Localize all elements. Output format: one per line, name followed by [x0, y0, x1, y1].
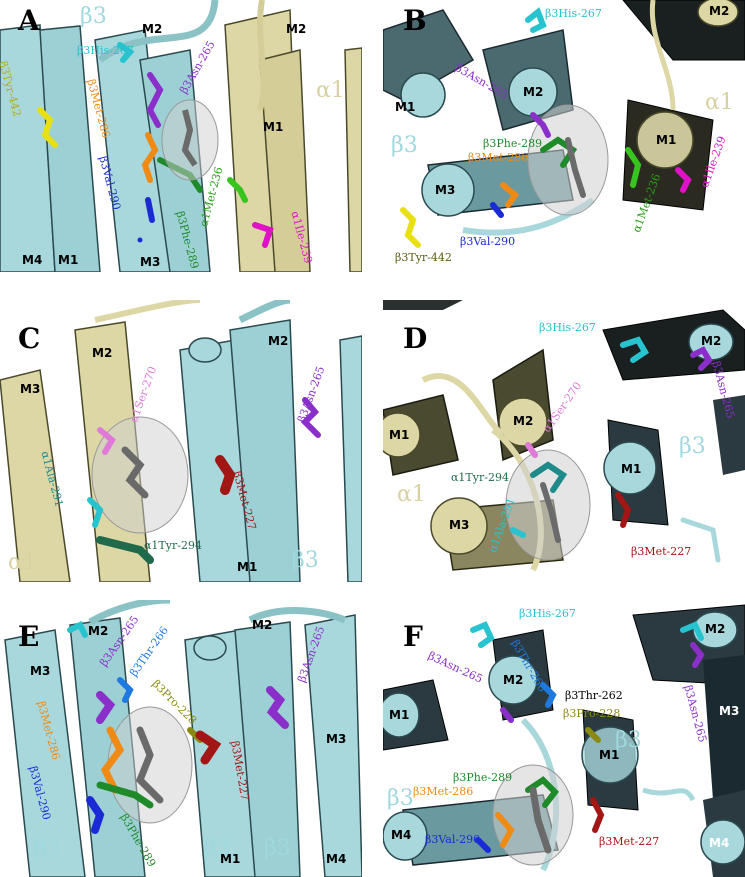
residue-label-phe289: β3Phe-289 — [453, 771, 513, 784]
residue-label-tyr294: α1Tyr-294 — [451, 471, 509, 484]
residue-label-met227: β3Met-227 — [631, 545, 692, 558]
subunit-label-beta3: β3 — [292, 548, 319, 573]
helix-label-m1: M1 — [621, 462, 642, 476]
helix-label-m3: M3 — [719, 704, 740, 718]
panel-f-graphic — [383, 600, 745, 877]
residue-label-his267: β3His-267 — [77, 44, 134, 57]
helix-label-m3: M3 — [435, 183, 456, 197]
subunit-label-beta3: β3 — [204, 836, 231, 861]
residue-label-his267: β3His-267 — [519, 607, 576, 620]
helix-label-m2: M2 — [142, 22, 163, 36]
helix-label-m2: M2 — [286, 22, 307, 36]
residue-label-met286: β3Met-286 — [468, 151, 529, 164]
subunit-label-beta3: β3 — [391, 133, 418, 158]
panel-f: F β3 β3 M2 M3 M1 M2 M1 M4 M4 β3His-267 β… — [383, 600, 745, 877]
helix-label-m4: M4 — [709, 836, 730, 850]
residue-label-his267: β3His-267 — [539, 321, 596, 334]
helix-label-m2: M2 — [88, 624, 109, 638]
residue-label-pro228: β3Pro-228 — [563, 707, 621, 720]
panel-a-graphic — [0, 0, 362, 272]
helix-label-m2: M2 — [705, 622, 726, 636]
helix-label-m2: M2 — [513, 414, 534, 428]
residue-label-met286: β3Met-286 — [413, 785, 474, 798]
helix-label-m3: M3 — [326, 732, 347, 746]
residue-label-his267: β3His-267 — [545, 7, 602, 20]
residue-label-val290: β3Val-290 — [425, 833, 481, 846]
helix-label-m1: M1 — [389, 708, 410, 722]
panel-letter: E — [18, 620, 40, 653]
helix-label-m1: M1 — [58, 253, 79, 267]
panel-b: B β3 α1 M2 M1 M2 M1 M3 β3His-267 β3Asn-2… — [383, 0, 745, 272]
panel-e-graphic — [0, 600, 362, 877]
helix-label-m3: M3 — [20, 382, 41, 396]
residue-label-phe289: β3Phe-289 — [483, 137, 543, 150]
helix-label-m2: M2 — [503, 673, 524, 687]
helix-label-m4: M4 — [326, 852, 347, 866]
panel-d-graphic — [383, 300, 745, 582]
helix-label-m2: M2 — [523, 85, 544, 99]
helix-label-m1: M1 — [263, 120, 284, 134]
helix-label-m2: M2 — [268, 334, 289, 348]
subunit-label-beta3: β3 — [264, 836, 291, 861]
helix-label-m1: M1 — [237, 560, 258, 574]
helix-label-m2: M2 — [701, 334, 722, 348]
residue-label-val290: β3Val-290 — [460, 235, 516, 248]
helix-label-m1: M1 — [395, 100, 416, 114]
helix-label-m1: M1 — [389, 428, 410, 442]
helix-label-m3: M3 — [140, 255, 161, 269]
subunit-label-beta3: β3 — [80, 4, 107, 29]
helix-label-m1: M1 — [220, 852, 241, 866]
panel-e: E β3 β3 β3 M2 M3 M2 M3 M1 M4 β3Asn-265 β… — [0, 600, 362, 877]
panel-letter: C — [18, 322, 41, 355]
subunit-label-alpha1: α1 — [8, 550, 37, 575]
subunit-label-beta3: β3 — [387, 786, 414, 811]
helix-label-m4: M4 — [391, 828, 412, 842]
residue-label-thr262: β3Thr-262 — [565, 689, 623, 702]
residue-label-tyr294: α1Tyr-294 — [144, 539, 202, 552]
panel-c: C α1 β3 M2 M3 M2 M1 α1Ser-270 β3Asn-265 … — [0, 300, 362, 582]
helix-label-m2: M2 — [709, 4, 730, 18]
panel-d: D α1 β3 M2 M1 M2 M1 M3 β3His-267 β3Asn-2… — [383, 300, 745, 582]
subunit-label-alpha1: α1 — [705, 90, 734, 115]
helix-label-m1: M1 — [656, 133, 677, 147]
subunit-label-beta3: β3 — [679, 434, 706, 459]
helix-label-m4: M4 — [22, 253, 43, 267]
helix-label-m3: M3 — [30, 664, 51, 678]
panel-letter: F — [403, 620, 423, 653]
helix-label-m1: M1 — [599, 748, 620, 762]
subunit-label-alpha1: α1 — [397, 482, 426, 507]
helix-label-m3: M3 — [449, 518, 470, 532]
subunit-label-beta3: β3 — [615, 728, 642, 753]
panel-c-graphic — [0, 300, 362, 582]
subunit-label-beta3: β3 — [34, 836, 61, 861]
panel-b-graphic — [383, 0, 745, 272]
residue-label-met227: β3Met-227 — [599, 835, 660, 848]
subunit-label-alpha1: α1 — [316, 78, 345, 103]
panel-a: A β3 α1 M2 M2 M1 M4 M1 M3 β3His-267 β3As… — [0, 0, 362, 272]
panel-letter: B — [403, 4, 427, 37]
residue-label-tyr442: β3Tyr-442 — [395, 251, 452, 264]
panel-letter: D — [403, 322, 428, 355]
helix-label-m2: M2 — [92, 346, 113, 360]
panel-letter: A — [18, 4, 40, 37]
helix-label-m2: M2 — [252, 618, 273, 632]
